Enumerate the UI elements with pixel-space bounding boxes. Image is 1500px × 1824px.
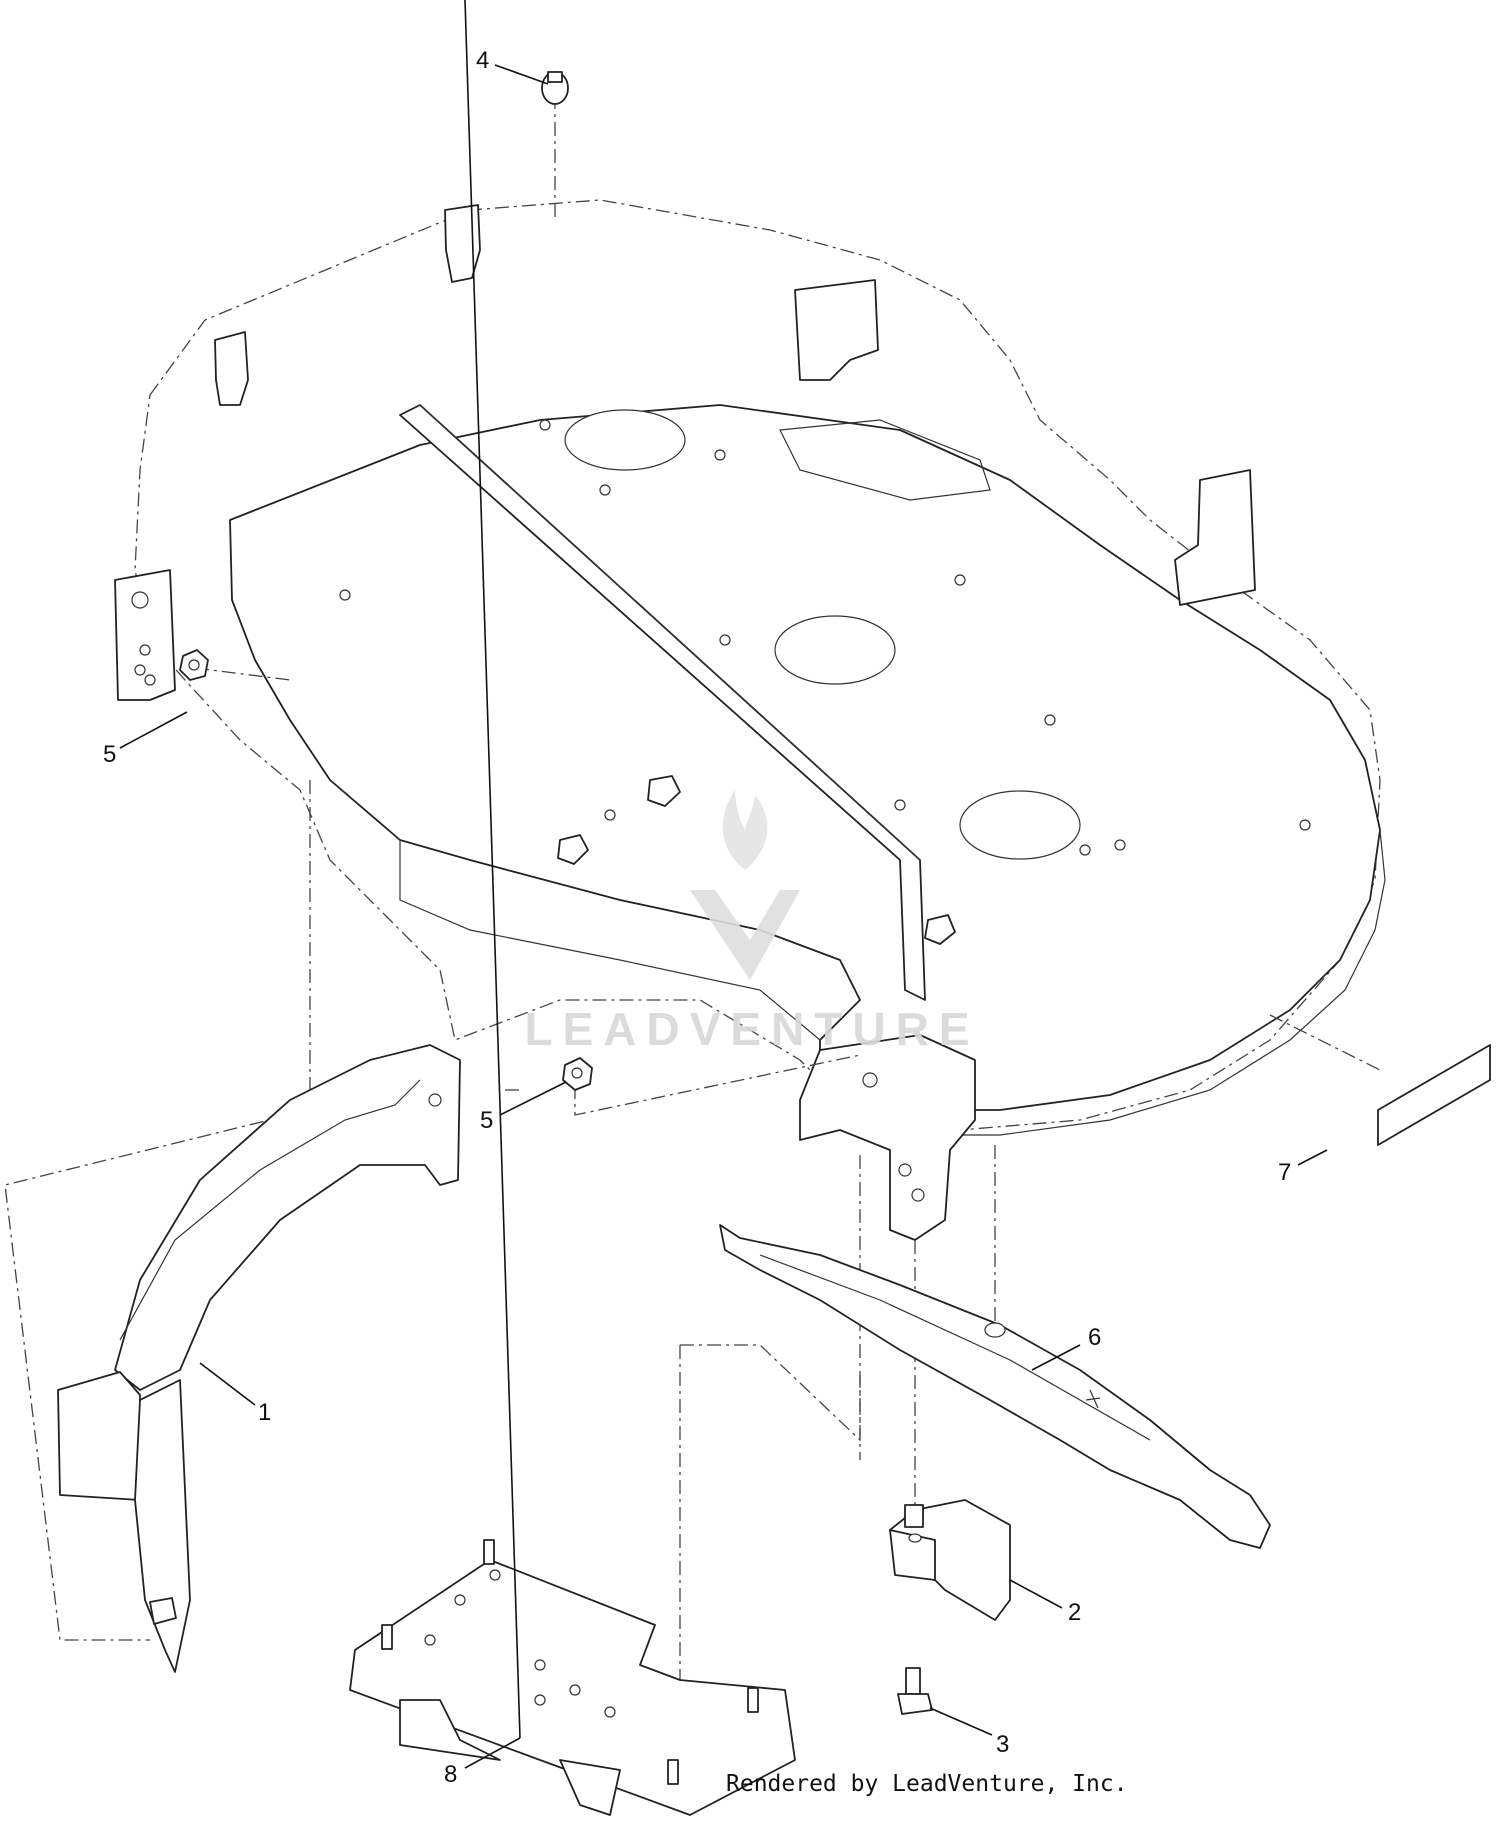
part-3-bolt (897, 1667, 933, 1715)
watermark-text: LEADVENTURE (524, 1003, 979, 1055)
callout-2: 2 (1068, 1599, 1081, 1626)
callout-6: 6 (1088, 1324, 1101, 1351)
mower-deck (114, 199, 1386, 1241)
leadventure-watermark: LEADVENTURE (524, 790, 979, 1055)
render-credit: Rendered by LeadVenture, Inc. (726, 1771, 1128, 1797)
callout-5-front: 5 (480, 1107, 493, 1134)
assembly-lines (4, 95, 1381, 1700)
part-4-plug (541, 71, 569, 105)
part-6-blade (719, 1224, 1271, 1549)
part-2-bracket (889, 1499, 1011, 1621)
callout-1: 1 (258, 1399, 271, 1426)
callout-4: 4 (476, 47, 489, 74)
callout-5-left: 5 (103, 741, 116, 768)
callout-8: 8 (444, 1761, 457, 1788)
callout-3: 3 (996, 1731, 1009, 1758)
part-8-plate (349, 1539, 796, 1816)
part-7-decal (1377, 1044, 1491, 1146)
callout-7: 7 (1278, 1159, 1291, 1186)
part-5-nut-front (562, 1057, 593, 1091)
part-1-baffle (57, 1044, 461, 1673)
callouts: 4 5 5 7 1 6 2 3 8 (103, 0, 1328, 1788)
part-5-nut-left (179, 649, 209, 681)
